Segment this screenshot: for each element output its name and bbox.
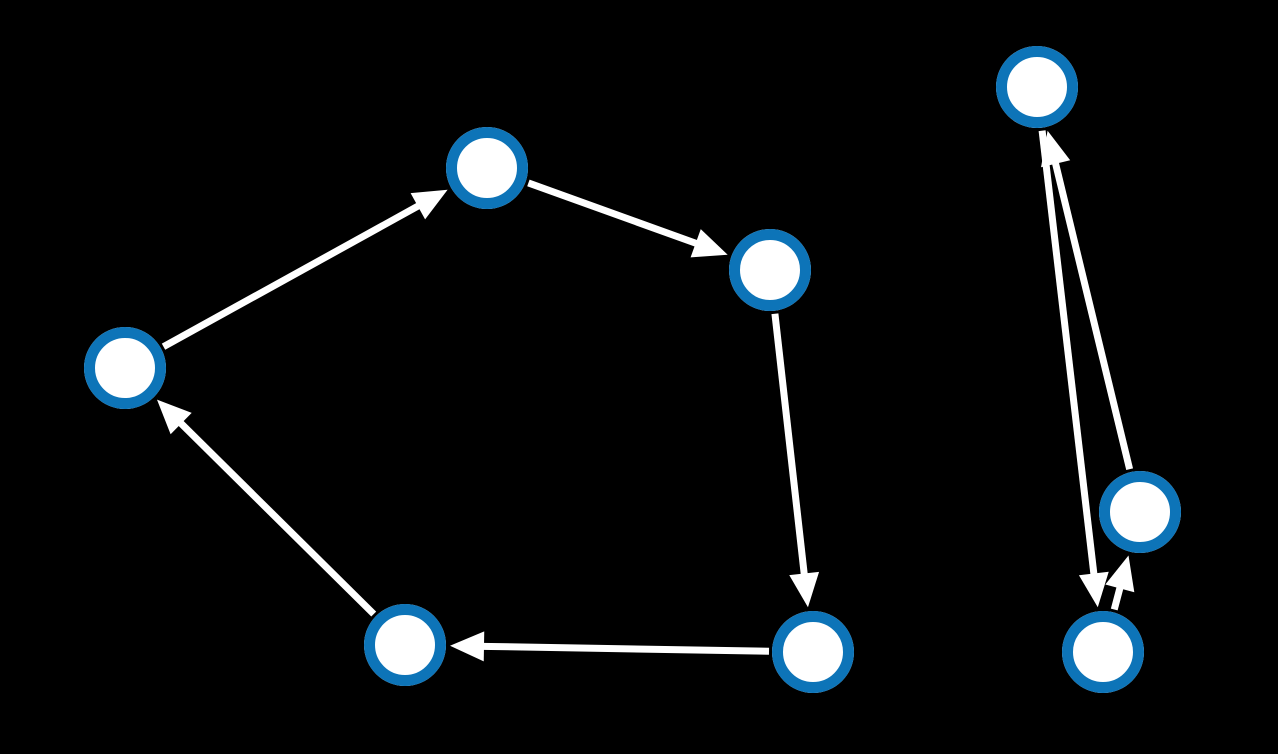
- node-bottom-middle[interactable]: [772, 611, 854, 693]
- node-upper-middle-fill: [729, 229, 811, 311]
- node-right-ring: [1099, 471, 1181, 553]
- edge-left-to-upper-left-line: [161, 202, 422, 350]
- node-left[interactable]: [84, 327, 166, 409]
- node-bottom-left-fill: [364, 604, 446, 686]
- edge-right-to-top-right-line: [1051, 161, 1134, 471]
- node-bottom-right-ring: [1062, 611, 1144, 693]
- edge-bottom-left-to-left-arrowhead: [156, 399, 192, 435]
- node-bottom-left[interactable]: [364, 604, 446, 686]
- node-left-fill: [84, 327, 166, 409]
- node-bottom-left-ring: [364, 604, 446, 686]
- node-top-right-fill: [996, 46, 1078, 128]
- edge-right-to-top-right-arrowhead: [1041, 130, 1071, 168]
- edge-upper-left-to-upper-middle-line: [527, 179, 699, 248]
- node-left-ring: [84, 327, 166, 409]
- node-top-right-ring: [996, 46, 1078, 128]
- edge-upper-middle-to-bottom-middle-arrowhead: [789, 571, 820, 608]
- edge-bottom-left-to-left-line: [177, 419, 377, 617]
- edge-upper-middle-to-bottom-middle-line: [771, 313, 808, 576]
- node-right-fill: [1099, 471, 1181, 553]
- edge-top-right-to-bottom-right-arrowhead: [1078, 571, 1109, 608]
- edge-bottom-middle-to-bottom-left-arrowhead: [449, 631, 485, 662]
- node-upper-left[interactable]: [446, 127, 528, 209]
- node-bottom-right-fill: [1062, 611, 1144, 693]
- edge-bottom-right-to-right-line: [1110, 585, 1124, 611]
- node-upper-left-ring: [446, 127, 528, 209]
- edge-bottom-right-to-right-arrowhead: [1105, 555, 1135, 593]
- edge-left-to-upper-left-arrowhead: [410, 189, 448, 220]
- node-upper-left-fill: [446, 127, 528, 209]
- node-upper-middle[interactable]: [729, 229, 811, 311]
- edge-top-right-to-bottom-right-line: [1038, 130, 1098, 576]
- edge-bottom-middle-to-bottom-left-line: [481, 642, 770, 655]
- edge-layer: [156, 130, 1135, 662]
- node-upper-middle-ring: [729, 229, 811, 311]
- node-bottom-middle-fill: [772, 611, 854, 693]
- node-bottom-right[interactable]: [1062, 611, 1144, 693]
- edge-upper-left-to-upper-middle-arrowhead: [690, 229, 728, 258]
- node-right[interactable]: [1099, 471, 1181, 553]
- node-bottom-middle-ring: [772, 611, 854, 693]
- node-layer: [84, 46, 1181, 693]
- node-top-right[interactable]: [996, 46, 1078, 128]
